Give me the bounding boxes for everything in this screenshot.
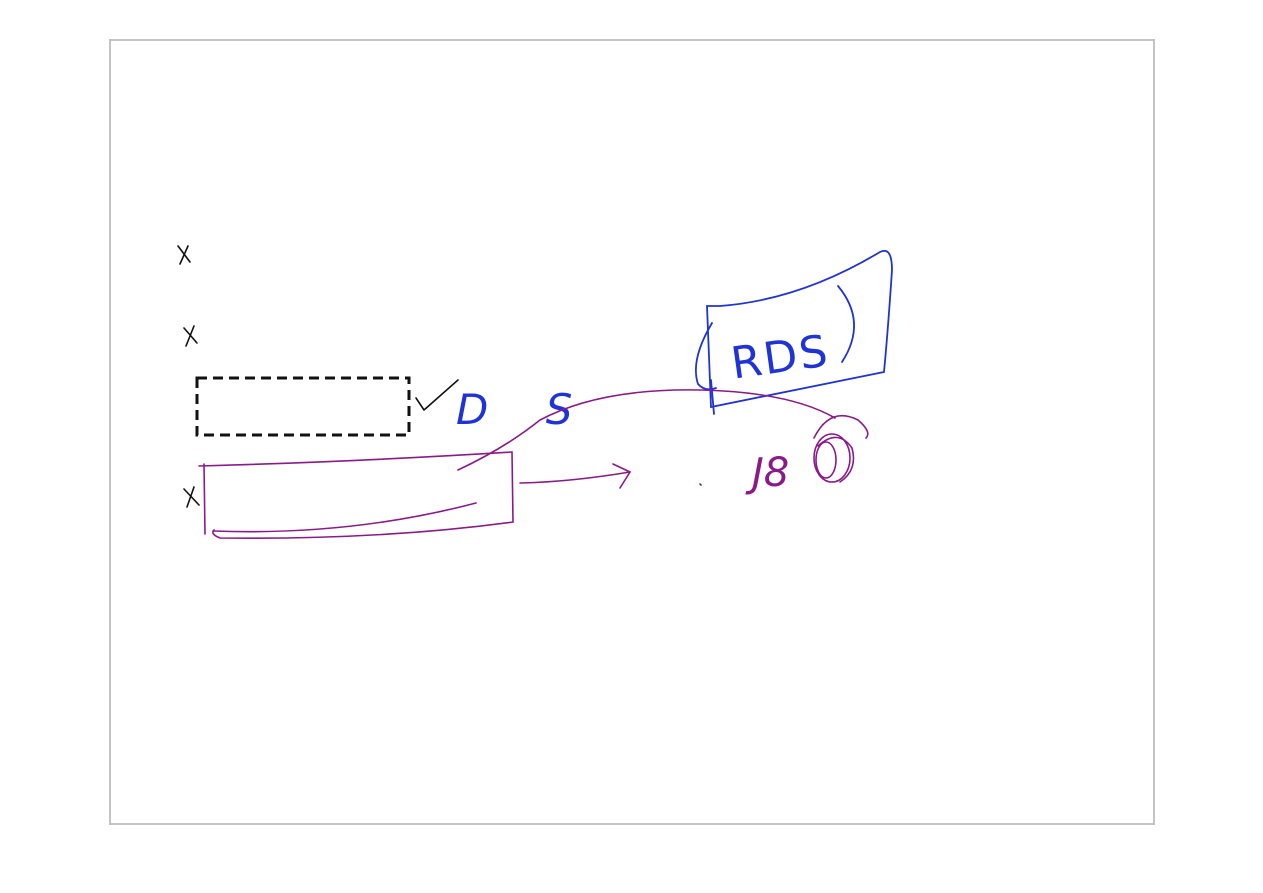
x-mark-2 bbox=[183, 325, 198, 347]
whiteboard-canvas[interactable] bbox=[109, 39, 1155, 825]
purple-rectangle[interactable] bbox=[198, 451, 514, 539]
connector-curve bbox=[457, 389, 836, 471]
rds-box-label: RDS bbox=[728, 325, 833, 389]
blue-note-text: D S bbox=[456, 385, 594, 434]
rds-box[interactable] bbox=[695, 249, 893, 415]
arrow-icon bbox=[519, 463, 632, 489]
check-icon bbox=[415, 379, 459, 411]
x-mark-3 bbox=[183, 486, 200, 508]
purple-note-text: J8 bbox=[745, 450, 789, 496]
purple-scribble bbox=[699, 415, 869, 486]
x-mark-1 bbox=[177, 245, 191, 265]
dashed-selection-box[interactable] bbox=[195, 376, 411, 437]
